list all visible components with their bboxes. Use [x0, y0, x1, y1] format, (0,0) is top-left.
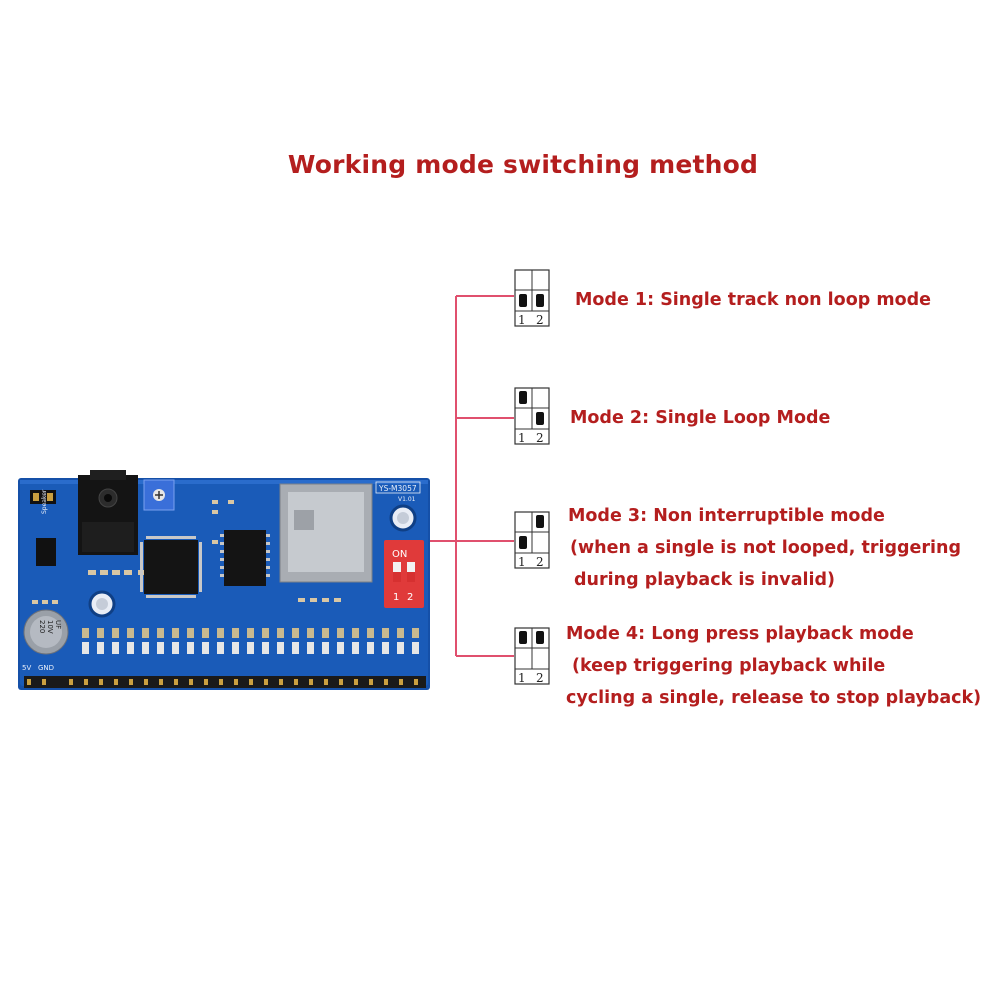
mode-3-label: Mode 3: Non interruptible mode (when a s…: [568, 500, 961, 596]
mode-2-label: Mode 2: Single Loop Mode: [570, 402, 830, 434]
silk-5v: 5V: [22, 664, 31, 672]
jumper-2-pin1: 1: [518, 431, 526, 445]
speaker-silk: Speaker: [41, 489, 48, 514]
mode-2-name: Mode 2: Single Loop Mode: [570, 408, 831, 428]
silk-gnd: GND: [38, 664, 54, 672]
jumper-2-svg: 1 2: [514, 387, 550, 445]
mode-4-desc-2: cycling a single, release to stop playba…: [566, 688, 982, 708]
jumper-4-pin1: 1: [518, 671, 526, 685]
jumper-3-pin2: 2: [536, 555, 544, 569]
switch-num-2: 2: [407, 592, 413, 603]
mode-3-desc-1: (when a single is not looped, triggering: [570, 538, 961, 558]
jumper-diagram-mode-1: 1 2: [514, 269, 550, 327]
mode-4-label: Mode 4: Long press playback mode (keep t…: [566, 618, 981, 714]
jumper-3-pin1: 1: [518, 555, 526, 569]
jumper-diagram-mode-4: 1 2: [514, 627, 550, 685]
board-model: YS-M3057: [378, 484, 417, 493]
cap-label-3: UF: [54, 620, 62, 629]
board-svg: Speaker 220 10V UF: [18, 468, 430, 690]
cap-label-1: 220: [38, 620, 46, 633]
mode-1-name: Mode 1: Single track non loop mode: [575, 290, 931, 310]
jumper-diagram-mode-2: 1 2: [514, 387, 550, 445]
switch-num-1: 1: [393, 592, 399, 603]
jumper-2-pin2: 2: [536, 431, 544, 445]
jumper-4-svg: 1 2: [514, 627, 550, 685]
mode-3-desc-2: during playback is invalid): [574, 570, 836, 590]
switch-on-label: ON: [392, 549, 407, 560]
jumper-4-pin2: 2: [536, 671, 544, 685]
jumper-3-svg: 1 2: [514, 511, 550, 569]
mode-4-name: Mode 4: Long press playback mode: [566, 624, 914, 644]
jumper-1-svg: 1 2: [514, 269, 550, 327]
jumper-1-pin1: 1: [518, 313, 526, 327]
mode-1-label: Mode 1: Single track non loop mode: [575, 284, 931, 316]
jumper-diagram-mode-3: 1 2: [514, 511, 550, 569]
cap-label-2: 10V: [46, 620, 54, 634]
mode-3-name: Mode 3: Non interruptible mode: [568, 506, 885, 526]
jumper-1-pin2: 2: [536, 313, 544, 327]
diagram-title: Working mode switching method: [287, 150, 759, 179]
mp3-module-board: Speaker 220 10V UF: [18, 468, 438, 704]
board-version: V1.01: [398, 496, 416, 503]
mode-4-desc-1: (keep triggering playback while: [572, 656, 886, 676]
